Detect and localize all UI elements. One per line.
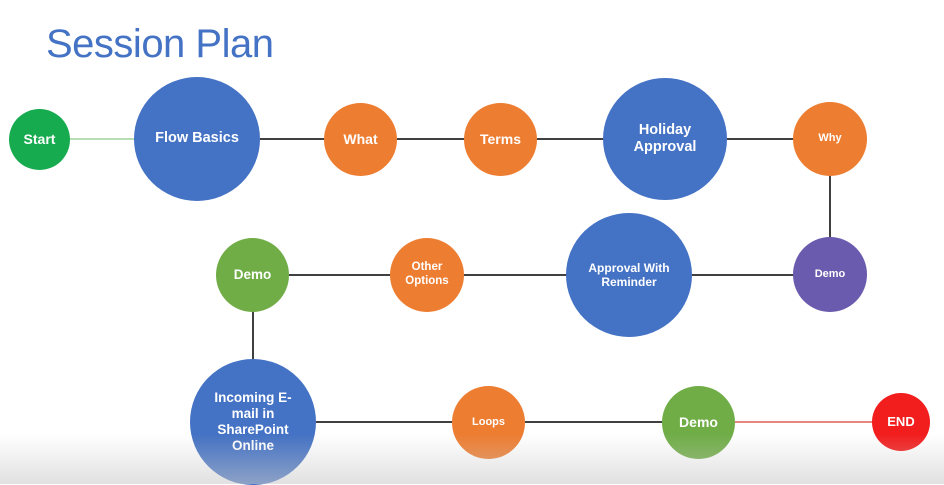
holiday-approval-label: Holiday Approval <box>633 121 697 155</box>
loops-label: Loops <box>472 415 505 428</box>
start-label: Start <box>23 131 56 148</box>
demo-node-3[interactable]: Demo <box>662 386 735 459</box>
other-options-node[interactable]: Other Options <box>390 238 464 312</box>
demo-label-3: Demo <box>679 414 718 431</box>
slide-title: Session Plan <box>46 22 274 66</box>
start-node[interactable]: Start <box>9 109 70 170</box>
holiday-approval-node[interactable]: Holiday Approval <box>603 78 727 200</box>
end-node[interactable]: END <box>872 393 930 451</box>
terms-node[interactable]: Terms <box>464 103 537 176</box>
incoming-email-node[interactable]: Incoming E-mail in SharePoint Online <box>190 359 316 485</box>
demo-node-2[interactable]: Demo <box>216 238 289 312</box>
what-node[interactable]: What <box>324 103 397 176</box>
demo-node-1[interactable]: Demo <box>793 237 867 312</box>
loops-node[interactable]: Loops <box>452 386 525 459</box>
approval-with-reminder-label: Approval With Reminder <box>588 260 670 289</box>
flow-basics-node[interactable]: Flow Basics <box>134 77 260 201</box>
other-options-label: Other Options <box>405 261 449 287</box>
end-label: END <box>887 414 915 430</box>
flow-basics-label: Flow Basics <box>155 130 239 147</box>
incoming-email-label: Incoming E-mail in SharePoint Online <box>214 389 292 454</box>
demo-label-1: Demo <box>814 267 846 280</box>
why-label: Why <box>818 132 842 145</box>
why-node[interactable]: Why <box>793 102 867 176</box>
what-label: What <box>343 131 378 148</box>
approval-with-reminder-node[interactable]: Approval With Reminder <box>566 213 692 337</box>
demo-label-2: Demo <box>233 266 272 282</box>
terms-label: Terms <box>480 131 521 148</box>
